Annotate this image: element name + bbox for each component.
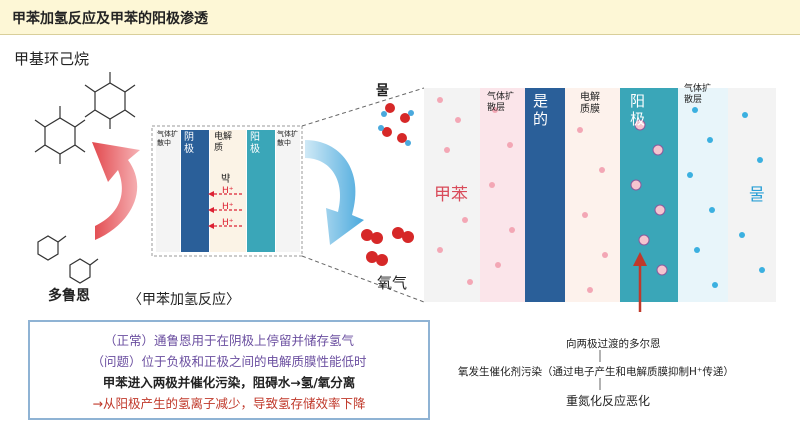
flow-note-3: 重氮化反应恶化 (566, 394, 651, 408)
oxygen-label: 氧气 (377, 274, 408, 292)
title-bar: 甲苯加氢反应及甲苯的阳极渗透 (0, 0, 800, 35)
proton-label-3: H⁺ (222, 218, 234, 228)
info-line-1: （正常）通鲁恩用于在阴极上停留并储存氢气 (103, 333, 354, 348)
zoom-water-label: 물 (749, 185, 765, 205)
info-line-2: （问题）位于负极和正极之间的电解质膜性能低时 (91, 354, 367, 369)
info-line-4: →从阳极产生的氢离子减少，导致氢存储效率下降 (92, 396, 366, 411)
water-molecules-icon (378, 103, 414, 146)
hydrogenation-arrow (92, 142, 140, 240)
zoom-membrane (565, 88, 620, 302)
zoom-toluene-label: 甲苯 (434, 185, 468, 205)
oxygen-molecules-icon (361, 227, 414, 266)
mini-gdl-left-label: 气体扩 散中 (157, 130, 178, 147)
reaction-caption: 〈甲苯加氢反应〉 (128, 292, 240, 308)
zoom-anode (620, 88, 678, 302)
water-label: 물 (376, 83, 389, 99)
zoom-anode-label: 阳 极 (630, 92, 646, 128)
methylcyclohexane-structure-2 (84, 72, 136, 129)
zoom-line-bottom (301, 255, 425, 303)
info-box: （正常）通鲁恩用于在阴极上停留并储存氢气 （问题）位于负极和正极之间的电解质膜性… (28, 320, 430, 420)
zoom-membrane-label: 电解 质膜 (580, 92, 600, 115)
toluene-label: 多鲁恩 (48, 288, 90, 304)
mini-cathode-label: 阴 极 (184, 132, 194, 155)
toluene-structure-1 (37, 235, 67, 261)
mini-electrolyte-label: 电解 质 (214, 132, 233, 153)
mini-anode-label: 阳 极 (250, 132, 260, 155)
zoom-line-top (301, 87, 425, 127)
mini-anode (247, 130, 275, 252)
proton-label-1: H⁺ (222, 186, 234, 196)
zoom-toluene-zone (424, 88, 480, 302)
info-line-3: 甲苯进入两极并催化污染，阻碍水→氢/氧分离 (102, 375, 356, 390)
methylcyclohexane-label: 甲基环己烷 (14, 50, 90, 68)
methylcyclohexane-structure-1 (34, 106, 86, 164)
proton-label-2: H⁺ (222, 202, 234, 212)
flow-note-2: 氧发生催化剂污染（通过电子产生和电解质膜抑制H⁺传递） (458, 366, 734, 378)
mini-electrolyte (210, 130, 246, 252)
zoom-gdl-left-label: 气体扩 散层 (487, 92, 515, 113)
zoom-blue-particles (687, 107, 765, 288)
flow-note-1: 向两极过渡的多尔恩 (566, 338, 661, 350)
mini-gdl-right-label: 气体扩 散中 (277, 130, 298, 147)
toluene-structure-2 (69, 258, 99, 284)
mini-water-label: 뱍 (221, 174, 231, 185)
zoom-pink-spots (630, 119, 668, 276)
zoom-gdl-left (480, 88, 525, 302)
zoom-cathode (525, 88, 565, 302)
page-title: 甲苯加氢反应及甲苯的阳极渗透 (12, 11, 208, 27)
zoom-cathode-label: 是 的 (533, 92, 549, 128)
zoom-gdl-right-label: 气体扩 散层 (684, 84, 712, 105)
mini-gdl-left (156, 130, 180, 252)
zoom-particles (437, 97, 608, 293)
zoom-water-zone (728, 88, 776, 302)
output-arrow (305, 140, 364, 245)
mini-cathode (181, 130, 209, 252)
zoom-panel (424, 88, 776, 302)
zoom-gdl-right (678, 88, 728, 302)
mini-gdl-right (276, 130, 300, 252)
